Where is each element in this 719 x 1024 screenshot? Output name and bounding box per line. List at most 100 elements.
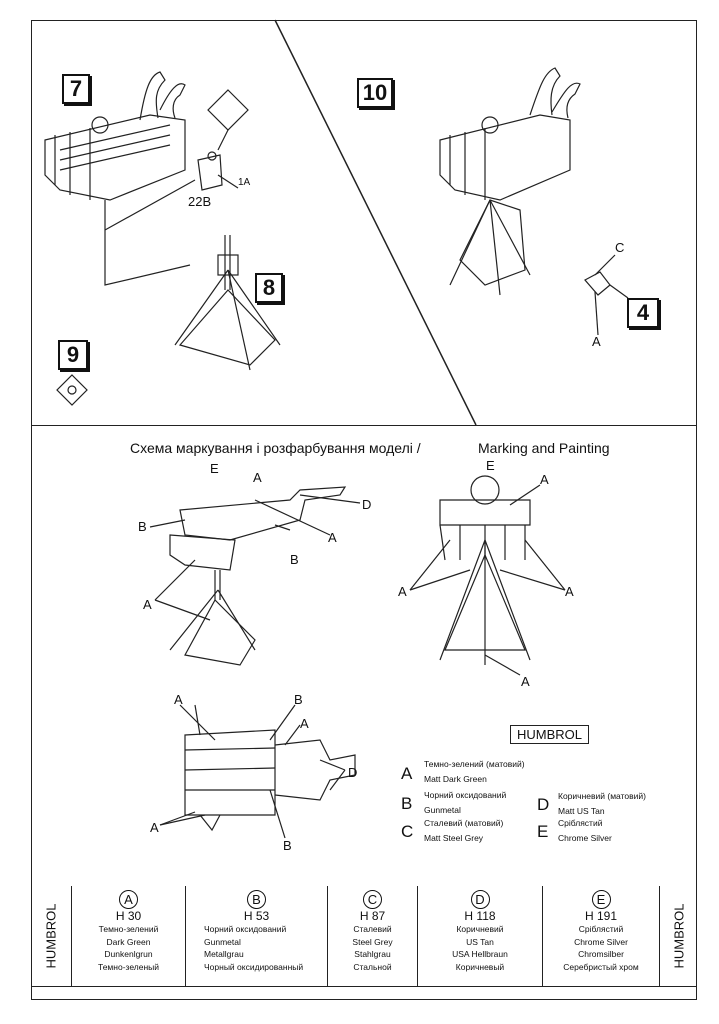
callout-a: A	[328, 530, 337, 545]
tripod-drawing-8	[174, 235, 281, 371]
part-a-label: A	[592, 334, 601, 349]
paint-column-a: A H 30 Темно-зелений Dark Green Dunkenlg…	[72, 886, 186, 986]
callout-d: D	[362, 497, 372, 512]
callout-e: E	[210, 461, 219, 476]
legend-ua: Чорний оксидований	[424, 790, 507, 800]
part-1a-label: 1A	[238, 177, 251, 188]
legend-en: Matt US Tan	[558, 806, 605, 816]
step-4-label: 4	[627, 298, 659, 328]
legend-item-c: Сталевий (матовий) Matt Steel Grey	[424, 816, 503, 846]
paint-letter: E	[591, 890, 611, 909]
paint-table: HUMBROL A H 30 Темно-зелений Dark Green …	[31, 886, 697, 987]
paint-de: Chromsilber	[578, 949, 624, 959]
section-divider	[31, 425, 697, 426]
assembly-lines	[104, 179, 196, 286]
callout-a: A	[521, 674, 530, 689]
callout-a: A	[150, 820, 159, 835]
paint-column-e: E H 191 Сріблястий Chrome Silver Chromsi…	[543, 886, 660, 986]
paint-column-b: B H 53 Чорний оксидований Gunmetal Metal…	[186, 886, 328, 986]
paint-letter: C	[363, 890, 382, 909]
callout-b: B	[138, 519, 147, 534]
legend-letter-c: C	[401, 822, 414, 841]
paint-en: Gunmetal	[204, 936, 241, 947]
part-c-label: C	[615, 240, 625, 255]
paint-en: US Tan	[466, 936, 494, 947]
callout-b: B	[294, 692, 303, 707]
page-frame	[31, 20, 697, 1000]
callout-b: B	[283, 838, 292, 853]
step-8-label: 8	[255, 273, 283, 303]
legend-en: Matt Dark Green	[424, 774, 487, 784]
paint-ru: Чорный оксидированный	[204, 961, 304, 972]
paint-en: Dark Green	[106, 936, 151, 947]
paint-ua: Сріблястий	[578, 924, 624, 934]
marking-front-view	[409, 475, 566, 676]
callout-a: A	[540, 472, 549, 487]
callout-a: A	[565, 584, 574, 599]
bracket-part-22b	[197, 151, 239, 191]
paint-ua: Сталевий	[353, 924, 392, 934]
legend-letter-d: D	[537, 795, 550, 814]
legend-ua: Сріблястий	[558, 818, 603, 828]
part-4-drawing	[584, 254, 629, 336]
paint-ua: Коричневий	[456, 924, 504, 934]
legend-letter-b: B	[401, 794, 413, 813]
paint-letter: D	[470, 890, 490, 909]
callout-e: E	[486, 458, 495, 473]
legend-ua: Сталевий (матовий)	[424, 818, 504, 828]
legend-en: Chrome Silver	[558, 833, 612, 843]
paint-de: Dunkenlgrun	[104, 949, 153, 959]
paint-ru: Темно-зеленый	[97, 961, 160, 972]
legend-item-a: Темно-зелений (матовий) Matt Dark Green	[424, 757, 525, 787]
marking-title-en: Marking and Painting	[478, 440, 610, 456]
paint-code: H 30	[115, 909, 142, 923]
paint-letter: B	[247, 890, 266, 909]
legend-ua: Коричневий (матовий)	[558, 791, 646, 801]
side-label: HUMBROL	[671, 903, 686, 969]
paint-de: Metallgrau	[204, 949, 244, 959]
callout-a: A	[253, 470, 262, 485]
step-10-label: 10	[357, 78, 393, 108]
paint-code: H 53	[243, 909, 270, 923]
legend-letter-e: E	[537, 822, 549, 841]
paint-code: H 191	[584, 909, 618, 923]
paint-letter: A	[119, 890, 138, 909]
paint-ru: Коричневый	[455, 961, 505, 972]
legend-en: Gunmetal	[424, 805, 461, 815]
paint-en: Chrome Silver	[574, 936, 628, 947]
table-side-label-right: HUMBROL	[660, 886, 697, 986]
legend-item-d: Коричневий (матовий) Matt US Tan	[558, 789, 646, 819]
diagonal-divider	[274, 19, 477, 426]
marking-top-view	[159, 704, 356, 839]
callout-a: A	[398, 584, 407, 599]
legend-ua: Темно-зелений (матовий)	[424, 759, 525, 769]
callout-b: B	[290, 552, 299, 567]
callout-a: A	[300, 716, 309, 731]
callout-a: A	[174, 692, 183, 707]
gun-assembly-drawing-7	[44, 71, 186, 201]
callout-a: A	[143, 597, 152, 612]
step-7-label: 7	[62, 74, 90, 104]
paint-de: Stahlgrau	[354, 949, 391, 959]
paint-ua: Темно-зелений	[98, 924, 159, 934]
marking-title-ua: Схема маркування і розфарбування моделі …	[130, 440, 421, 456]
humbrol-brand-box: HUMBROL	[510, 725, 590, 744]
paint-column-d: D H 118 Коричневий US Tan USA Hellbraun …	[418, 886, 543, 986]
callout-d: D	[348, 765, 358, 780]
paint-ua: Чорний оксидований	[204, 924, 287, 934]
legend-en: Matt Steel Grey	[424, 833, 484, 843]
paint-ru: Стальной	[353, 961, 392, 972]
paint-column-c: C H 87 Сталевий Steel Grey Stahlgrau Ста…	[328, 886, 418, 986]
part-22b-label: 22B	[188, 194, 212, 209]
gun-assembly-drawing-10	[439, 67, 581, 296]
side-label: HUMBROL	[43, 903, 59, 969]
step-9-label: 9	[58, 340, 88, 370]
paint-en: Steel Grey	[352, 936, 393, 947]
paint-ru: Серебристый хром	[563, 961, 639, 972]
paint-code: H 87	[359, 909, 386, 923]
paint-code: H 118	[464, 909, 496, 923]
legend-letter-a: A	[401, 764, 413, 783]
diamond-part-icon	[207, 89, 249, 151]
